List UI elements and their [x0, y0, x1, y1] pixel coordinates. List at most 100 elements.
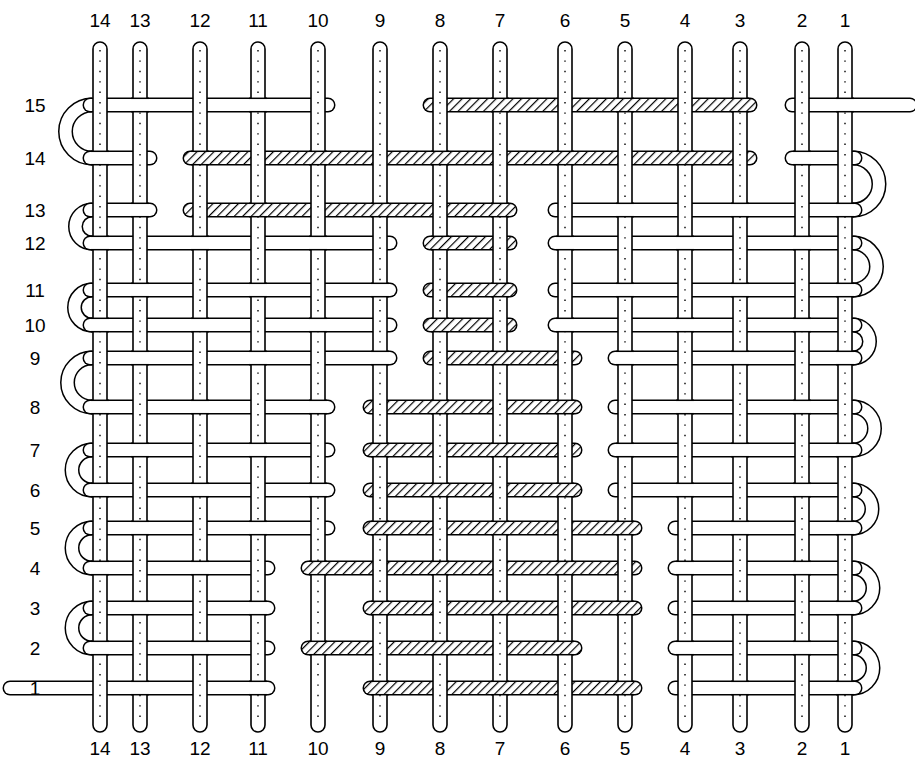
callout-number: 1 — [840, 11, 851, 30]
weft-edge — [309, 164, 327, 166]
weft-edge — [491, 203, 509, 205]
weft-edge — [731, 443, 749, 445]
weft-edge — [309, 496, 327, 498]
weft-edge — [309, 654, 327, 656]
weft-over — [676, 237, 694, 249]
weft-edge — [793, 641, 811, 643]
weft-edge — [371, 216, 389, 218]
weft-over — [793, 562, 811, 574]
weft-edge — [91, 249, 109, 251]
weft-outline — [370, 601, 635, 616]
callout-number: 13 — [24, 201, 45, 220]
weft-over — [556, 401, 574, 413]
weft-strand — [430, 352, 575, 364]
weft-edge — [309, 561, 327, 563]
weft-over — [491, 682, 509, 694]
weft-edge — [491, 614, 509, 616]
weft-edge — [731, 283, 749, 285]
weft-edge — [431, 249, 449, 251]
weft-edge — [676, 483, 694, 485]
weft-over — [371, 682, 389, 694]
weft-edge — [836, 681, 854, 683]
weft-edge — [191, 574, 209, 576]
weft-over — [491, 284, 509, 296]
weft-edge — [91, 483, 109, 485]
weft-edge — [371, 283, 389, 285]
weft-over — [491, 204, 509, 216]
weft-over — [131, 522, 149, 534]
warp-rod — [733, 42, 747, 732]
weft-over — [371, 284, 389, 296]
rod-dots — [499, 50, 500, 725]
weft-edge — [431, 654, 449, 656]
weft-edge — [371, 364, 389, 366]
weft-over — [371, 602, 389, 614]
callout-number: 6 — [30, 481, 41, 500]
weft-over — [616, 522, 634, 534]
weft-over — [249, 284, 267, 296]
weft-over — [131, 602, 149, 614]
weft-strand — [90, 602, 268, 614]
weft-outline — [308, 641, 575, 656]
callout-number: 9 — [375, 739, 386, 758]
weft-edge — [793, 151, 811, 153]
weft-edge — [836, 456, 854, 458]
weft-edge — [616, 534, 634, 536]
callout-number: 10 — [307, 11, 328, 30]
warp-rod — [93, 42, 107, 732]
weft-edge — [249, 98, 267, 100]
weft-edge — [676, 574, 694, 576]
weft-outline — [370, 400, 575, 415]
weft-edge — [371, 694, 389, 696]
weft-edge — [91, 641, 109, 643]
weft-strand — [308, 562, 635, 574]
weft-over — [249, 602, 267, 614]
weft-edge — [191, 641, 209, 643]
weft-edge — [91, 496, 109, 498]
weft-strand — [90, 562, 268, 574]
callout-number: 3 — [30, 599, 41, 618]
weft-edge — [836, 614, 854, 616]
weft-edge — [556, 318, 574, 320]
weft-strand — [370, 602, 635, 614]
weft-edge — [249, 203, 267, 205]
weft-edge — [616, 443, 634, 445]
weft-over — [131, 284, 149, 296]
weft-strand — [675, 562, 855, 574]
weft-edge — [371, 614, 389, 616]
weft-over — [556, 152, 574, 164]
weft-edge — [836, 521, 854, 523]
weft-edge — [731, 351, 749, 353]
weft-edge — [371, 296, 389, 298]
weft-edge — [793, 654, 811, 656]
weft-over — [91, 237, 109, 249]
weft-over — [676, 319, 694, 331]
weft-edge — [191, 561, 209, 563]
weft-over — [91, 401, 109, 413]
weft-edge — [309, 249, 327, 251]
weft-over — [676, 401, 694, 413]
weft-edge — [556, 331, 574, 333]
weft-over — [836, 204, 854, 216]
weft-edge — [371, 681, 389, 683]
weft-edge — [491, 296, 509, 298]
weft-over — [793, 401, 811, 413]
warp-rod — [558, 42, 572, 732]
callout-number: 13 — [129, 11, 150, 30]
callout-number: 15 — [24, 96, 45, 115]
weft-edge — [836, 694, 854, 696]
weft-edge — [731, 521, 749, 523]
weft-outline — [370, 521, 635, 536]
weft-over — [309, 152, 327, 164]
weft-edge — [431, 496, 449, 498]
callout-number: 9 — [30, 349, 41, 368]
weft-loop — [66, 105, 92, 158]
weft-over — [91, 484, 109, 496]
weft-edge — [309, 331, 327, 333]
weft-over — [491, 522, 509, 534]
callout-number: 2 — [30, 639, 41, 658]
weft-edge — [91, 400, 109, 402]
weft-edge — [616, 614, 634, 616]
weft-edge — [131, 203, 149, 205]
